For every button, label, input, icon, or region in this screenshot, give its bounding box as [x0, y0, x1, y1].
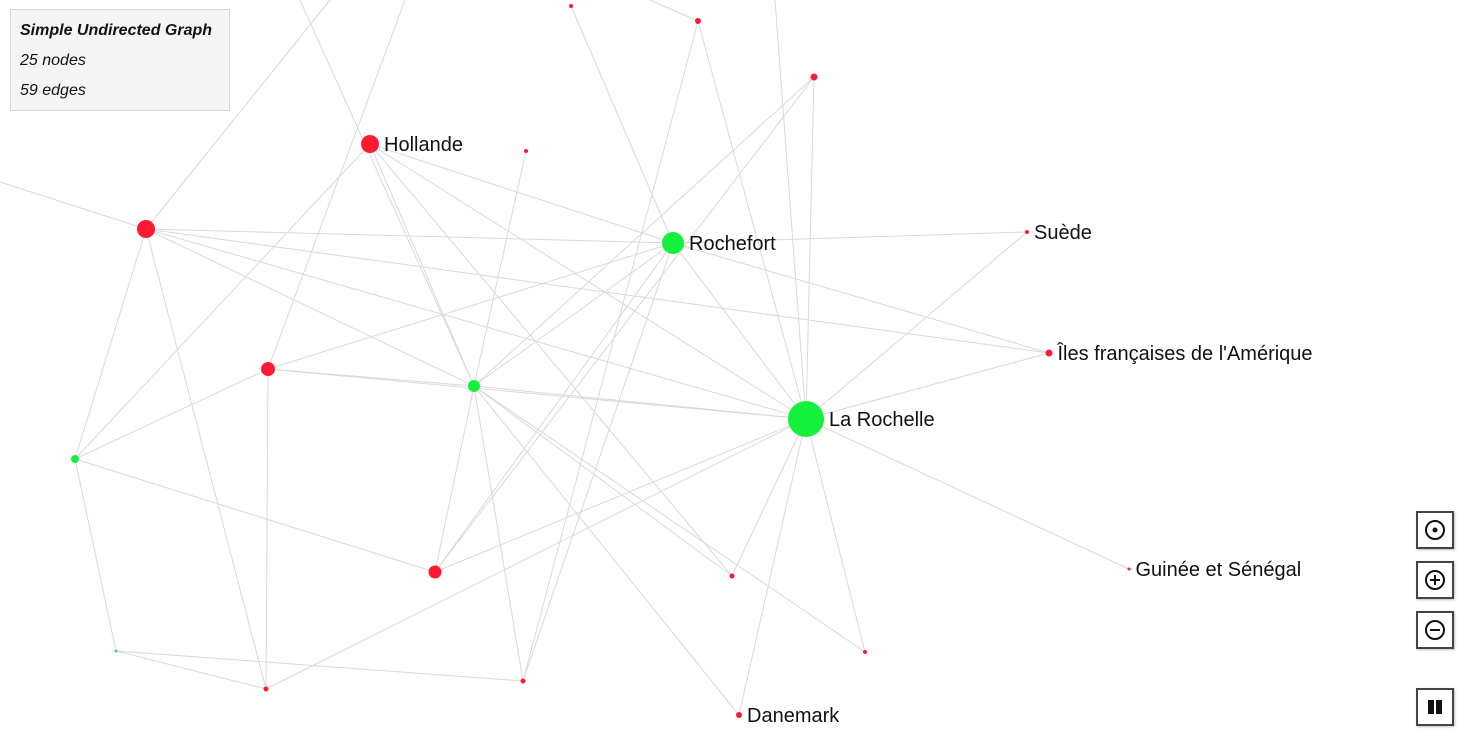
graph-node-n_b3[interactable] — [520, 678, 526, 684]
graph-edge — [774, 0, 807, 420]
graph-node-n_b1[interactable] — [114, 649, 118, 653]
pause-icon — [1428, 700, 1442, 714]
graph-edge — [649, 0, 699, 22]
graph-edge — [74, 458, 436, 573]
graph-edge — [434, 385, 475, 573]
node-count: 25 nodes — [20, 52, 86, 69]
graph-edge — [805, 76, 815, 420]
graph-title: Simple Undirected Graph — [20, 22, 213, 39]
graph-node-n_r2[interactable] — [863, 650, 867, 654]
graph-node-n_topr[interactable] — [810, 73, 818, 81]
graph-node-danemark[interactable] — [736, 712, 742, 718]
graph-edge — [473, 385, 733, 577]
graph-edge — [145, 228, 475, 387]
graph-edge — [473, 385, 740, 716]
graph-node-n_small[interactable] — [524, 149, 528, 153]
graph-edge — [473, 150, 527, 387]
node-label-larochelle: La Rochelle — [829, 409, 935, 431]
target-icon — [1425, 520, 1445, 540]
graph-edge — [369, 143, 674, 244]
graph-node-n_lowmid[interactable] — [428, 565, 442, 579]
graph-edge — [267, 368, 475, 387]
graph-edge — [265, 418, 807, 690]
graph-edge — [805, 418, 866, 653]
graph-edge — [805, 352, 1050, 420]
node-label-suede: Suède — [1034, 222, 1092, 244]
graph-edge — [672, 242, 807, 420]
graph-edge — [434, 76, 815, 573]
graph-node-iles[interactable] — [1045, 349, 1053, 357]
graph-edge — [805, 418, 1130, 570]
graph-info-panel: Simple Undirected Graph 25 nodes 59 edge… — [10, 9, 230, 111]
graph-edge — [473, 385, 524, 682]
graph-node-n_center[interactable] — [468, 380, 480, 392]
graph-edge — [434, 418, 807, 573]
graph-edge — [145, 0, 331, 230]
graph-edge — [115, 650, 267, 690]
graph-node-n_gleft[interactable] — [71, 455, 79, 463]
graph-edge — [267, 242, 674, 370]
graph-edge — [267, 0, 406, 370]
graph-node-guinee[interactable] — [1127, 567, 1131, 571]
zoom-out-button[interactable] — [1416, 611, 1454, 649]
node-label-iles: Îles françaises de l'Amérique — [1057, 342, 1313, 365]
graph-node-hollande[interactable] — [361, 135, 379, 153]
graph-edge — [145, 228, 807, 420]
node-label-hollande: Hollande — [384, 134, 463, 156]
graph-node-n_r1[interactable] — [729, 573, 735, 579]
graph-edge — [570, 5, 674, 244]
graph-edge — [74, 368, 269, 460]
graph-edge — [0, 181, 147, 230]
graph-edge — [473, 385, 866, 653]
graph-node-n_top2[interactable] — [695, 18, 701, 24]
minus-circle-icon — [1425, 620, 1445, 640]
graph-edge — [267, 368, 807, 420]
graph-edge — [522, 242, 674, 682]
graph-edge — [299, 0, 475, 387]
graph-edge — [672, 242, 1050, 354]
graph-edge — [697, 20, 807, 420]
edge-count: 59 edges — [20, 82, 86, 99]
graph-edge — [369, 143, 475, 387]
graph-edge — [115, 650, 524, 682]
node-label-rochefort: Rochefort — [689, 233, 776, 255]
graph-edge — [369, 143, 733, 577]
graph-edge — [434, 242, 674, 573]
graph-edge — [74, 228, 147, 460]
graph-edge — [74, 458, 117, 652]
node-label-danemark: Danemark — [747, 705, 840, 727]
plus-circle-icon — [1425, 570, 1445, 590]
center-view-button[interactable] — [1416, 511, 1454, 549]
graph-edge — [738, 418, 807, 716]
graph-edge — [74, 143, 371, 460]
graph-edge — [145, 228, 267, 690]
graph-edge — [473, 242, 674, 387]
zoom-in-button[interactable] — [1416, 561, 1454, 599]
graph-edge — [522, 20, 699, 682]
graph-edge — [369, 143, 807, 420]
graph-edge — [672, 231, 1028, 244]
graph-node-n_b2[interactable] — [263, 686, 269, 692]
graph-node-n_top1[interactable] — [569, 4, 573, 8]
graph-node-rochefort[interactable] — [662, 232, 684, 254]
graph-node-n_mid[interactable] — [261, 362, 275, 376]
graph-edge — [731, 418, 807, 577]
graph-node-n_left[interactable] — [137, 220, 155, 238]
graph-edge — [473, 76, 815, 387]
graph-edge — [145, 228, 1050, 354]
graph-node-larochelle[interactable] — [788, 401, 824, 437]
node-label-guinee: Guinée et Sénégal — [1136, 559, 1302, 581]
graph-edge — [265, 368, 269, 690]
pause-layout-button[interactable] — [1416, 688, 1454, 726]
graph-edges — [0, 0, 1130, 716]
graph-node-suede[interactable] — [1025, 230, 1029, 234]
graph-edge — [805, 231, 1028, 420]
